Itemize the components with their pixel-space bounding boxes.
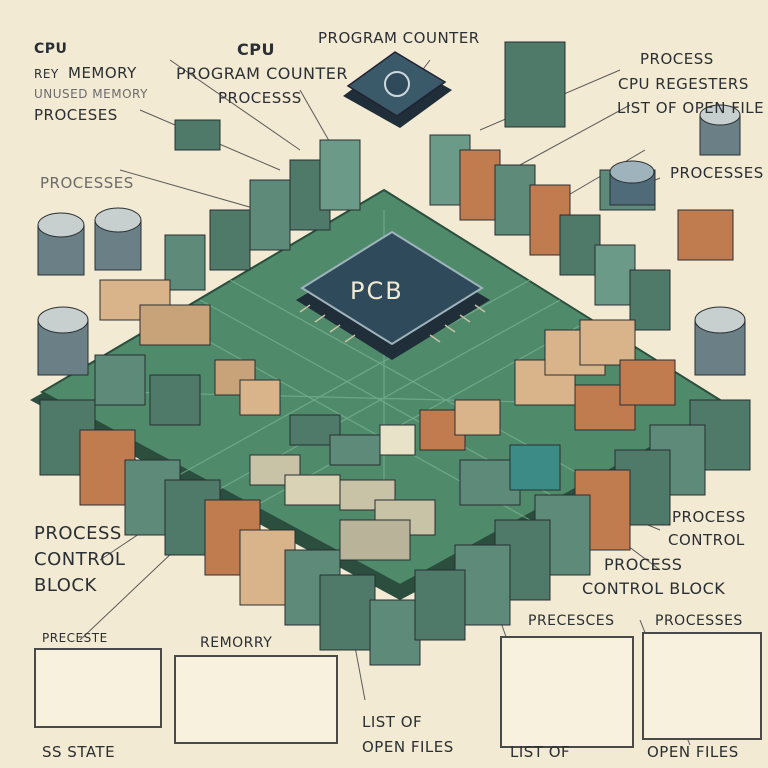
label-list-open-2: OPEN FILES xyxy=(362,738,454,756)
label-processes-center: PROCESSS xyxy=(218,89,302,107)
panel-memory-title: REMORRY xyxy=(200,635,273,651)
label-memory-prefix: REY xyxy=(34,67,59,81)
panel-state-title: PRECESTE xyxy=(42,631,108,645)
label-process-right: PROCESS xyxy=(640,50,714,68)
label-pcb-right2-2: CONTROL BLOCK xyxy=(582,579,726,598)
memory-modules xyxy=(39,41,751,666)
cylinder-components xyxy=(37,104,746,376)
label-open-files-right: LIST OF OPEN FILE xyxy=(617,99,765,117)
panel-right1-title: PRECESCES xyxy=(528,613,615,629)
panel-right1-footer: LIST OF xyxy=(510,743,571,761)
label-cpu-left: CPU xyxy=(34,41,68,57)
cpu-chip-top xyxy=(343,51,452,128)
panel-right2-footer: OPEN FILES xyxy=(647,743,739,761)
label-pcb-right1-2: CONTROL xyxy=(668,531,745,549)
pcb-chip xyxy=(296,230,490,360)
label-cpu-center: CPU xyxy=(237,40,275,59)
label-program-counter-top: PROGRAM COUNTER xyxy=(318,29,480,47)
label-memory-left-sub: UNUSED MEMORY xyxy=(34,87,148,101)
label-processes-left-faded: PROCESSES xyxy=(40,174,134,192)
panel-right2-title: PROCESSES xyxy=(655,613,743,629)
label-list-open-1: LIST OF xyxy=(362,713,423,731)
panel-processes-right2 xyxy=(642,632,762,740)
label-cpu-registers-right: CPU REGESTERS xyxy=(618,75,749,93)
label-pcb-left-1: PROCESS xyxy=(34,523,122,544)
panel-memory xyxy=(174,655,338,744)
panel-process-state xyxy=(34,648,162,728)
label-memory-left: MEMORY xyxy=(68,64,137,82)
label-processes-left: PROCESES xyxy=(34,106,118,124)
label-pcb-right1-1: PROCESS xyxy=(672,508,746,526)
panel-processes-right1 xyxy=(500,636,634,748)
label-pcb-right2-1: PROCESS xyxy=(604,555,683,574)
pcb-chip-label: PCB xyxy=(350,277,404,305)
label-processes-right: PROCESSES xyxy=(670,164,764,182)
label-pcb-left-2: CONTROL xyxy=(34,549,126,570)
label-program-counter-center: PROGRAM COUNTER xyxy=(176,64,349,83)
panel-state-footer: SS STATE xyxy=(42,743,116,761)
label-pcb-left-3: BLOCK xyxy=(34,575,97,596)
